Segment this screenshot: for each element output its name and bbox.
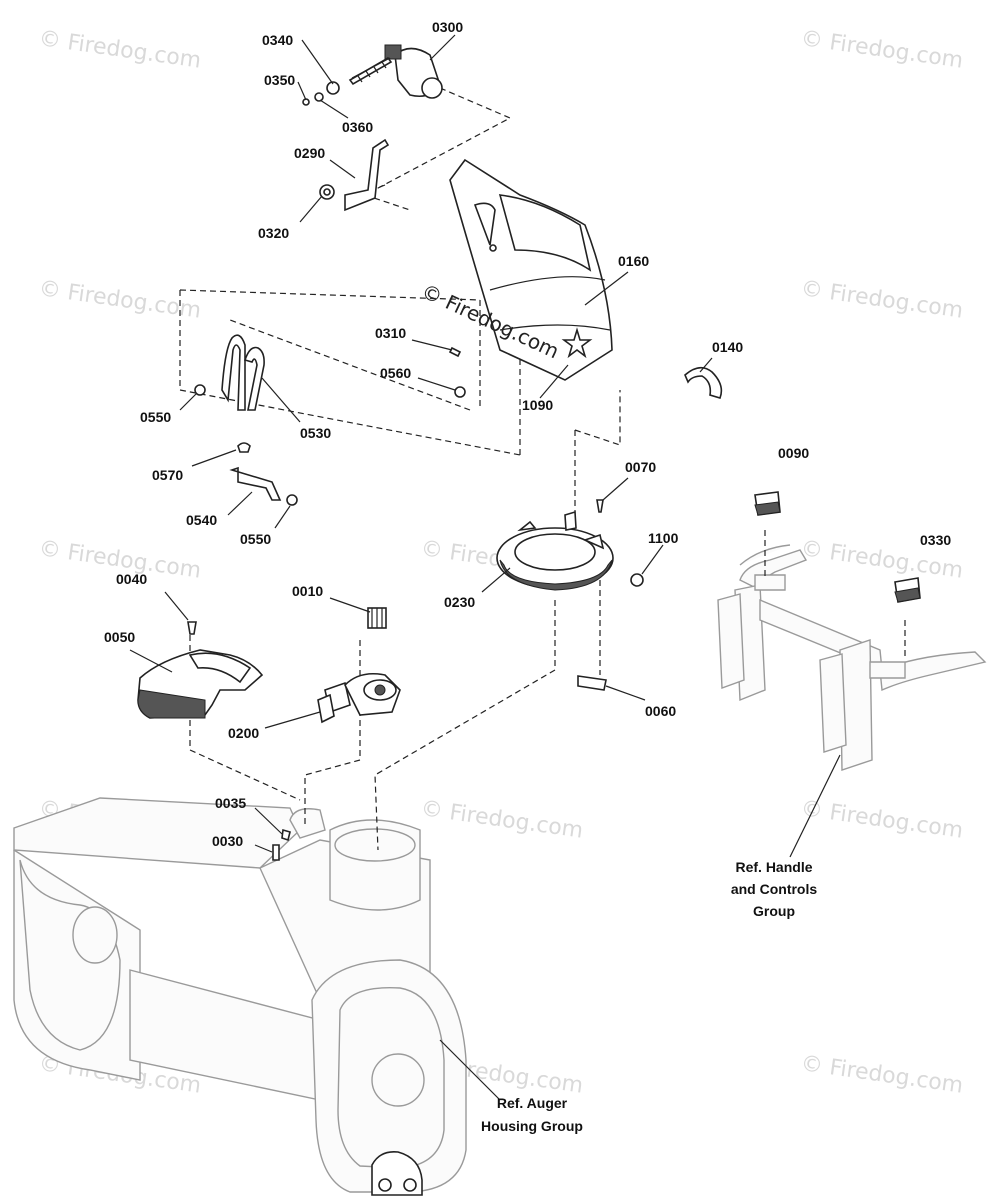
chute-ring — [496, 510, 614, 591]
part-label: 0050 — [104, 629, 135, 645]
part-label: 0310 — [375, 325, 406, 341]
star-decal — [561, 327, 593, 359]
part-label: 0160 — [618, 253, 649, 269]
part-label: 0320 — [258, 225, 289, 241]
ref-auger-line2: Housing Group — [481, 1118, 583, 1134]
motor-bracket — [344, 138, 390, 212]
bolt-0030 — [272, 844, 280, 861]
watermark: © Firedog.com — [799, 26, 965, 74]
part-label: 0060 — [645, 703, 676, 719]
leaders — [129, 34, 841, 1101]
part-label: 1090 — [522, 397, 553, 413]
part-label: 0550 — [140, 409, 171, 425]
part-label: 0140 — [712, 339, 743, 355]
carriage-bolt — [237, 442, 251, 453]
part-label: 0070 — [625, 459, 656, 475]
stud-0035 — [281, 828, 291, 842]
washer-0550 — [194, 384, 206, 396]
ref-handle-line2: and Controls — [731, 881, 818, 897]
ref-handle-label: Ref. Handle and Controls Group — [731, 859, 818, 919]
retainer-clip — [577, 675, 607, 691]
auger-housing — [13, 797, 467, 1196]
threaded-rod — [348, 56, 393, 86]
part-label: 0560 — [380, 365, 411, 381]
part-label: 0090 — [778, 445, 809, 461]
part-label: 0530 — [300, 425, 331, 441]
part-label: 1100 — [648, 530, 679, 546]
assembly-lines — [179, 87, 906, 851]
watermark: © Firedog.com — [799, 1051, 965, 1099]
screw-0040 — [187, 621, 197, 635]
part-label: 0570 — [152, 467, 183, 483]
lock-nut — [454, 386, 466, 398]
ref-handle-line3: Group — [753, 903, 795, 919]
chute-clip — [684, 366, 723, 399]
pinion-gear — [367, 607, 387, 629]
nut-1100 — [630, 573, 644, 587]
part-labels: 0340 0300 0350 0360 0290 0320 0160 0310 … — [104, 19, 951, 849]
control-bracket — [229, 466, 282, 501]
watermark: © Firedog.com — [799, 276, 965, 324]
watermark: © Firedog.com — [37, 276, 203, 324]
part-label: 0550 — [240, 531, 271, 547]
part-label: 0330 — [920, 532, 951, 548]
control-rod — [221, 334, 246, 411]
part-label: 0030 — [212, 833, 243, 849]
washer-0550-b — [286, 494, 298, 506]
part-label: 0230 — [444, 594, 475, 610]
part-label: 0340 — [262, 32, 293, 48]
rotation-motor — [317, 672, 401, 724]
part-label: 0360 — [342, 119, 373, 135]
part-label: 0290 — [294, 145, 325, 161]
ref-auger-line1: Ref. Auger — [497, 1095, 568, 1111]
ref-auger-label: Ref. Auger Housing Group — [481, 1095, 583, 1134]
part-label: 0010 — [292, 583, 323, 599]
watermark: © Firedog.com — [419, 796, 585, 844]
handle-controls — [717, 544, 987, 771]
hex-nut-hole — [323, 188, 331, 196]
screw — [448, 346, 462, 358]
deflector-motor — [384, 44, 443, 99]
part-label: 0040 — [116, 571, 147, 587]
gear-cover — [137, 649, 264, 719]
control-rod-2 — [243, 346, 265, 411]
washer-small — [314, 92, 324, 102]
screw-0070 — [596, 499, 604, 513]
part-label: 0035 — [215, 795, 246, 811]
ref-handle-line1: Ref. Handle — [735, 859, 812, 875]
part-label: 0540 — [186, 512, 217, 528]
watermark: © Firedog.com — [799, 796, 965, 844]
part-label: 0300 — [432, 19, 463, 35]
watermark: © Firedog.com — [37, 26, 203, 74]
chute-deflector — [449, 158, 613, 381]
washer — [326, 81, 340, 95]
part-label: 0350 — [264, 72, 295, 88]
part-label: 0200 — [228, 725, 259, 741]
